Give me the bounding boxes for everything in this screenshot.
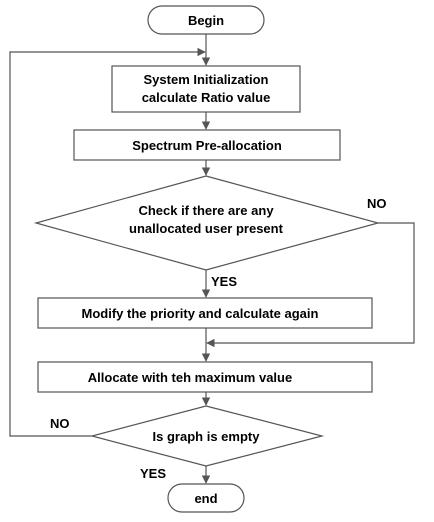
node-allocate: Allocate with teh maximum value: [37, 361, 373, 393]
edge-label-check-no: NO: [367, 196, 387, 211]
node-modify: Modify the priority and calculate again: [37, 297, 373, 329]
node-empty-label: Is graph is empty: [153, 429, 261, 444]
node-end: end: [167, 483, 245, 513]
node-init: System Initialization calculate Ratio va…: [111, 65, 301, 113]
node-check-line2: unallocated user present: [129, 221, 284, 236]
node-check-line1: Check if there are any: [138, 203, 274, 218]
node-end-label: end: [194, 491, 217, 506]
node-modify-label: Modify the priority and calculate again: [82, 306, 319, 321]
edge-label-check-yes: YES: [211, 274, 237, 289]
edge-check-no-loop: [206, 222, 415, 348]
node-init-line2: calculate Ratio value: [142, 90, 271, 105]
edge-label-empty-yes: YES: [140, 466, 166, 481]
node-prealloc-label: Spectrum Pre-allocation: [132, 138, 282, 153]
node-empty: Is graph is empty: [89, 405, 325, 467]
node-prealloc: Spectrum Pre-allocation: [73, 129, 341, 161]
node-init-line1: System Initialization: [144, 72, 269, 87]
node-check: Check if there are any unallocated user …: [33, 175, 381, 271]
node-begin: Begin: [147, 5, 265, 35]
node-begin-label: Begin: [188, 13, 224, 28]
edge-empty-no-loop: [9, 47, 206, 437]
node-allocate-label: Allocate with teh maximum value: [88, 370, 292, 385]
edge-label-empty-no: NO: [50, 416, 70, 431]
